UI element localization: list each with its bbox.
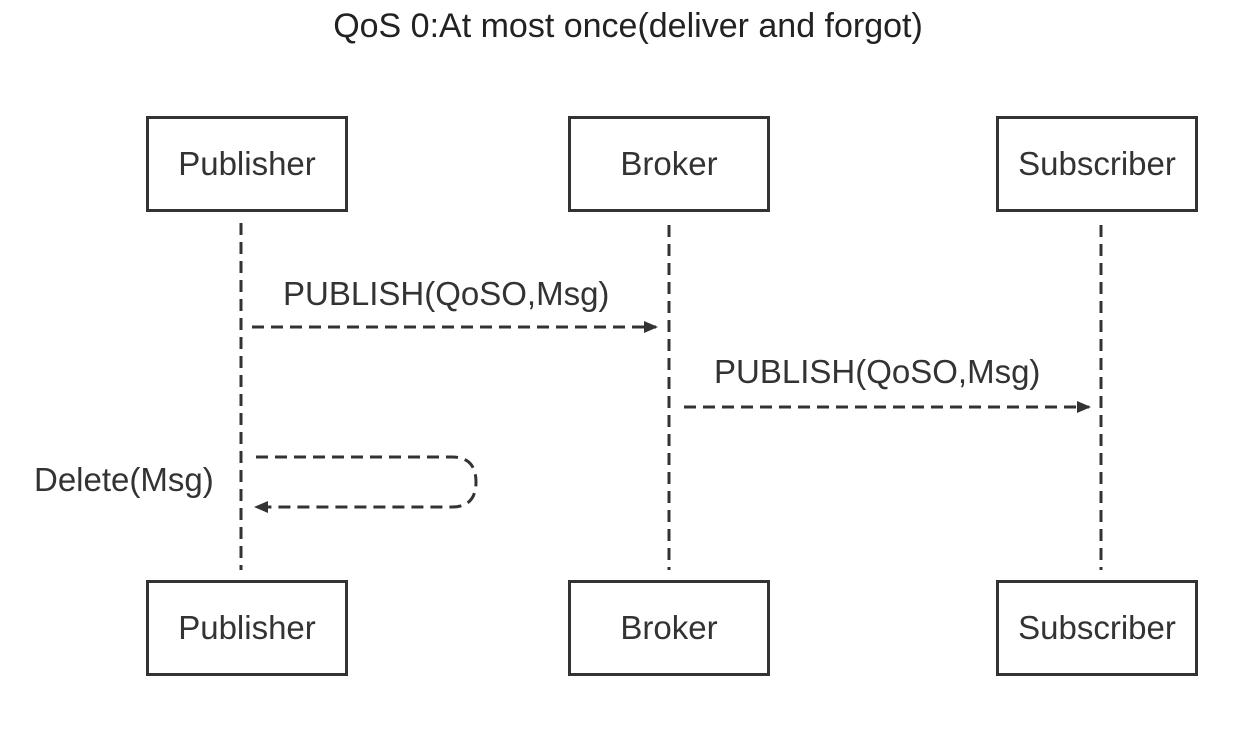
publisher-box-top: Publisher (146, 116, 348, 212)
publish-label-broker-to-subscriber: PUBLISH(QoSO,Msg) (714, 353, 1041, 390)
subscriber-box-bottom: Subscriber (996, 580, 1198, 676)
diagram-title: QoS 0:At most once(deliver and forgot) (333, 7, 923, 45)
subscriber-box-top: Subscriber (996, 116, 1198, 212)
broker-label: Broker (620, 145, 718, 182)
publisher-label: Publisher (178, 609, 316, 646)
delete-self-arrow (254, 455, 478, 513)
publish-label-publisher-to-broker: PUBLISH(QoSO,Msg) (283, 275, 610, 312)
publisher-label: Publisher (178, 145, 316, 182)
broker-box-bottom: Broker (568, 580, 770, 676)
subscriber-label: Subscriber (1018, 145, 1176, 182)
publisher-box-bottom: Publisher (146, 580, 348, 676)
broker-box-top: Broker (568, 116, 770, 212)
delete-label: Delete(Msg) (34, 461, 214, 498)
subscriber-label: Subscriber (1018, 609, 1176, 646)
broker-label: Broker (620, 609, 718, 646)
